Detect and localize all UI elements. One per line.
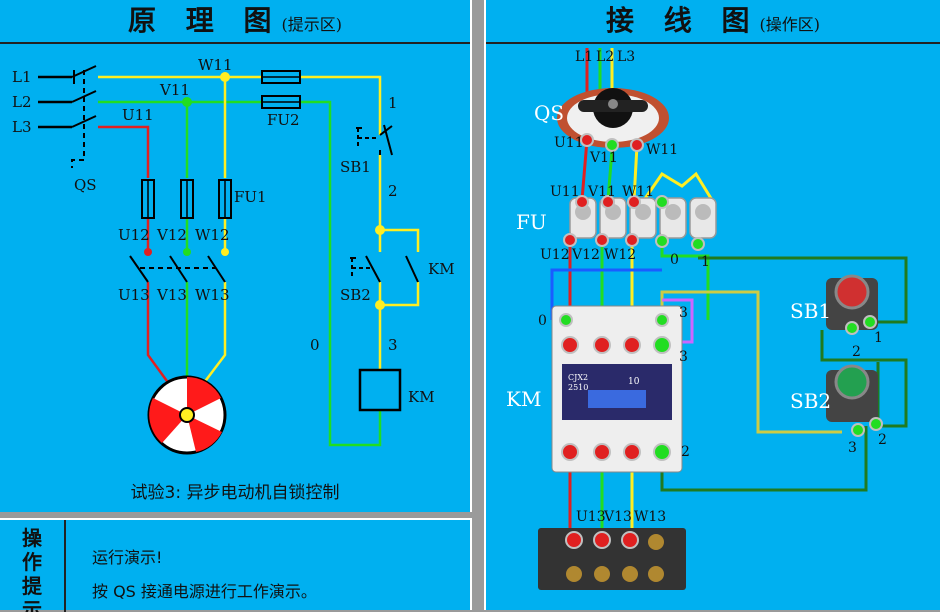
junction-w12 (221, 248, 229, 256)
w-label-sb2-3: 3 (848, 440, 857, 456)
label-node-0: 0 (310, 336, 320, 354)
km-contactor: CJX2 2510 10 (551, 305, 683, 473)
km-main-contacts (129, 255, 226, 283)
w-label-u13: U13 (576, 509, 606, 525)
wiring-title-text: 接 线 图 (606, 4, 760, 37)
label-fu1: FU1 (234, 188, 267, 206)
w-label-sb2: SB2 (790, 389, 831, 413)
w-label-qs: QS (534, 101, 564, 125)
label-sb1: SB1 (340, 158, 371, 176)
label-l1: L1 (12, 68, 32, 86)
w-label-sb1-1: 1 (874, 330, 883, 346)
w-label-v12: V12 (571, 247, 600, 263)
junction-3 (375, 300, 385, 310)
label-w13: W13 (195, 286, 230, 304)
label-fu2: FU2 (267, 111, 300, 129)
w-label-w12: W12 (604, 247, 636, 263)
hint-line-2: 按 QS 接通电源进行工作演示。 (92, 582, 317, 601)
experiment-caption: 试验3: 异步电动机自锁控制 (130, 483, 340, 503)
wiring-subtitle: (操作区) (759, 15, 821, 34)
schematic-subtitle: (提示区) (281, 15, 343, 34)
w-label-v11-a: V11 (589, 150, 618, 166)
qs-switch-symbol (71, 65, 97, 168)
w-label-l2: L2 (596, 49, 614, 65)
hint-line-1: 运行演示! (92, 548, 163, 567)
w-label-w11-a: W11 (646, 142, 678, 158)
km-coil (358, 368, 402, 412)
operation-hint-panel: 操作提示 运行演示! 按 QS 接通电源进行工作演示。 (0, 518, 472, 612)
schematic-diagram: L1 L2 L3 W11 V11 U11 QS FU2 FU1 U12 V12 … (12, 56, 455, 455)
label-node-1: 1 (388, 94, 398, 112)
sb2-symbol (350, 255, 419, 283)
label-w12: W12 (195, 226, 230, 244)
sb1-symbol (356, 124, 393, 156)
schematic-title: 原 理 图(提示区) (0, 0, 470, 44)
w-label-v13: V13 (603, 509, 632, 525)
label-km-contact: KM (428, 260, 455, 278)
label-qs: QS (74, 176, 97, 194)
label-km-coil: KM (408, 388, 435, 406)
w-label-fu: FU (516, 210, 547, 234)
w-label-u12: U12 (540, 247, 570, 263)
motor-symbol (147, 375, 227, 455)
schematic-panel: 原 理 图(提示区) (0, 0, 472, 512)
label-sb2: SB2 (340, 286, 371, 304)
fuse-block (569, 197, 717, 239)
km-model-line1: CJX2 (568, 373, 588, 382)
w-label-l1: L1 (575, 49, 593, 65)
w-label-3-a: 3 (679, 305, 688, 321)
sb2-button[interactable] (826, 364, 878, 422)
w-label-w11-b: W11 (622, 184, 654, 200)
w-label-2-km: 2 (681, 444, 690, 460)
w-label-3-b: 3 (679, 349, 688, 365)
label-l3: L3 (12, 118, 32, 136)
label-l2: L2 (12, 93, 32, 111)
label-u13: U13 (118, 286, 150, 304)
label-node-2: 2 (388, 182, 398, 200)
schematic-title-text: 原 理 图 (128, 4, 282, 37)
wiring-panel: 接 线 图(操作区) (484, 0, 940, 610)
w-label-sb2-2: 2 (878, 432, 887, 448)
w-label-1-a: 1 (701, 254, 710, 270)
w-label-u11-b: U11 (550, 184, 580, 200)
junction-u12 (144, 248, 152, 256)
km-model-line2: 2510 (568, 383, 588, 392)
w-label-0-b: 0 (538, 313, 547, 329)
w-label-sb1: SB1 (790, 299, 831, 323)
label-v12: V12 (156, 226, 187, 244)
qs-rotary-switch[interactable] (557, 88, 669, 148)
w-label-l3: L3 (617, 49, 635, 65)
w-label-v11-b: V11 (587, 184, 616, 200)
wiring-title: 接 线 图(操作区) (486, 0, 940, 44)
label-w11: W11 (198, 56, 233, 74)
junction-w11 (220, 72, 230, 82)
sb1-button[interactable] (826, 274, 878, 330)
label-node-3: 3 (388, 336, 398, 354)
label-u12: U12 (118, 226, 150, 244)
junction-v12 (183, 248, 191, 256)
operation-hint-label: 操作提示 (0, 520, 66, 612)
w-label-w13: W13 (634, 509, 666, 525)
label-v13: V13 (156, 286, 187, 304)
wiring-diagram: CJX2 2510 10 (506, 48, 908, 590)
motor-terminal-strip (538, 528, 686, 590)
w-label-u11-a: U11 (554, 135, 584, 151)
junction-2 (375, 225, 385, 235)
w-label-km: KM (506, 387, 541, 411)
label-v11: V11 (159, 81, 190, 99)
km-model-number: 10 (628, 377, 640, 387)
w-label-sb1-2: 2 (852, 344, 861, 360)
junction-v11 (182, 97, 192, 107)
label-u11: U11 (122, 106, 154, 124)
w-label-0-a: 0 (670, 252, 679, 268)
